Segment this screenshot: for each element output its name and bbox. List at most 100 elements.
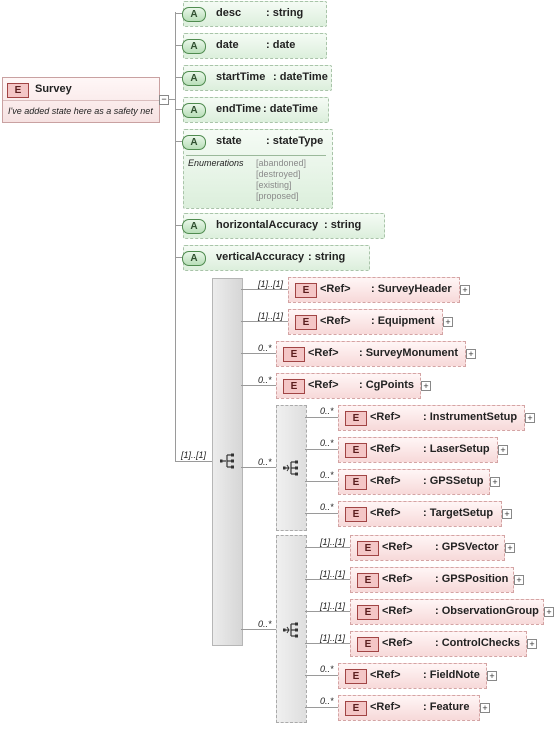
expand-button[interactable]: +	[480, 703, 490, 713]
enum-value: [existing]	[256, 180, 292, 190]
element-name: : Equipment	[371, 315, 435, 327]
element-name: : ControlChecks	[435, 637, 520, 649]
attribute-icon: A	[182, 7, 206, 22]
element-name: : GPSPosition	[435, 573, 509, 585]
attribute-type: : date	[266, 39, 296, 51]
expand-button[interactable]: +	[514, 575, 524, 585]
element-control-checks[interactable]: E <Ref> : ControlChecks	[350, 631, 527, 657]
element-instrument-setup[interactable]: E <Ref> : InstrumentSetup	[338, 405, 525, 431]
cardinality-label: [1]..[1]	[181, 450, 207, 460]
expand-button[interactable]: +	[505, 543, 515, 553]
expand-button[interactable]: +	[490, 477, 500, 487]
element-icon: E	[357, 637, 379, 652]
plus-icon: +	[489, 671, 495, 681]
attribute-horizontal-accuracy[interactable]: A horizontalAccuracy : string	[182, 213, 385, 239]
attribute-type: : string	[266, 7, 304, 19]
choice-compositor[interactable]	[276, 535, 307, 723]
connector	[175, 77, 183, 78]
divider	[3, 100, 159, 101]
expand-button[interactable]: +	[487, 671, 497, 681]
connector	[175, 461, 212, 462]
attribute-type: : dateTime	[273, 71, 328, 83]
cardinality-label: [1]..[1]	[320, 569, 346, 579]
expand-button[interactable]: +	[502, 509, 512, 519]
expand-button[interactable]: +	[527, 639, 537, 649]
element-icon: E	[7, 83, 29, 98]
ref-label: <Ref>	[308, 379, 339, 391]
element-icon: E	[357, 573, 379, 588]
attribute-name: verticalAccuracy	[216, 251, 305, 263]
connector	[305, 579, 350, 580]
collapse-icon: −	[161, 94, 167, 104]
cardinality-label: 0..*	[258, 375, 272, 385]
element-name: : InstrumentSetup	[423, 411, 518, 423]
ref-label: <Ref>	[382, 573, 413, 585]
plus-icon: +	[529, 639, 535, 649]
expand-button[interactable]: +	[498, 445, 508, 455]
expand-button[interactable]: +	[421, 381, 431, 391]
attribute-icon: A	[182, 71, 206, 86]
element-icon: E	[345, 443, 367, 458]
element-survey-header[interactable]: E <Ref> : SurveyHeader	[288, 277, 460, 303]
expand-button[interactable]: +	[466, 349, 476, 359]
plus-icon: +	[504, 509, 510, 519]
element-icon: E	[345, 475, 367, 490]
element-target-setup[interactable]: E <Ref> : TargetSetup	[338, 501, 502, 527]
cardinality-label: 0..*	[258, 457, 272, 467]
cardinality-label: 0..*	[320, 406, 334, 416]
attribute-name: date	[216, 39, 239, 51]
expand-button[interactable]: +	[443, 317, 453, 327]
ref-label: <Ref>	[320, 283, 351, 295]
connector	[305, 449, 338, 450]
element-feature[interactable]: E <Ref> : Feature	[338, 695, 480, 721]
choice-compositor[interactable]	[276, 405, 307, 531]
connector	[241, 321, 288, 322]
expand-button[interactable]: +	[460, 285, 470, 295]
cardinality-label: [1]..[1]	[320, 537, 346, 547]
element-gps-position[interactable]: E <Ref> : GPSPosition	[350, 567, 514, 593]
element-icon: E	[345, 507, 367, 522]
element-gps-vector[interactable]: E <Ref> : GPSVector	[350, 535, 505, 561]
connector	[175, 109, 183, 110]
attribute-icon: A	[182, 103, 206, 118]
attribute-type: : string	[324, 219, 362, 231]
expand-button[interactable]: +	[544, 607, 554, 617]
plus-icon: +	[468, 349, 474, 359]
element-laser-setup[interactable]: E <Ref> : LaserSetup	[338, 437, 498, 463]
element-icon: E	[345, 669, 367, 684]
choice-icon	[283, 460, 298, 476]
element-field-note[interactable]: E <Ref> : FieldNote	[338, 663, 487, 689]
element-equipment[interactable]: E <Ref> : Equipment	[288, 309, 443, 335]
attribute-vertical-accuracy[interactable]: A verticalAccuracy : string	[182, 245, 370, 271]
connector	[305, 707, 338, 708]
element-cgpoints[interactable]: E <Ref> : CgPoints	[276, 373, 421, 399]
connector	[305, 417, 338, 418]
ref-label: <Ref>	[320, 315, 351, 327]
attribute-name: startTime	[216, 71, 266, 83]
attribute-endtime[interactable]: A endTime : dateTime	[182, 97, 329, 123]
element-icon: E	[357, 605, 379, 620]
element-observation-group[interactable]: E <Ref> : ObservationGroup	[350, 599, 544, 625]
element-survey-monument[interactable]: E <Ref> : SurveyMonument	[276, 341, 466, 367]
plus-icon: +	[500, 445, 506, 455]
connector	[168, 99, 176, 100]
root-element-survey[interactable]: E Survey I've added state here as a safe…	[2, 77, 160, 123]
connector	[175, 45, 183, 46]
connector	[305, 675, 338, 676]
attribute-name: horizontalAccuracy	[216, 219, 319, 231]
ref-label: <Ref>	[370, 411, 401, 423]
expand-button[interactable]: +	[525, 413, 535, 423]
element-name: : SurveyHeader	[371, 283, 452, 295]
ref-label: <Ref>	[308, 347, 339, 359]
ref-label: <Ref>	[370, 475, 401, 487]
attribute-state[interactable]: A state : stateType Enumerations [abando…	[182, 129, 333, 209]
attribute-icon: A	[182, 39, 206, 54]
element-gps-setup[interactable]: E <Ref> : GPSSetup	[338, 469, 490, 495]
attribute-desc[interactable]: A desc : string	[182, 1, 327, 27]
attribute-starttime[interactable]: A startTime : dateTime	[182, 65, 332, 91]
ref-label: <Ref>	[382, 541, 413, 553]
cardinality-label: [1]..[1]	[320, 601, 346, 611]
attribute-date[interactable]: A date : date	[182, 33, 327, 59]
sequence-compositor[interactable]	[212, 278, 243, 646]
collapse-toggle[interactable]: −	[159, 95, 169, 105]
